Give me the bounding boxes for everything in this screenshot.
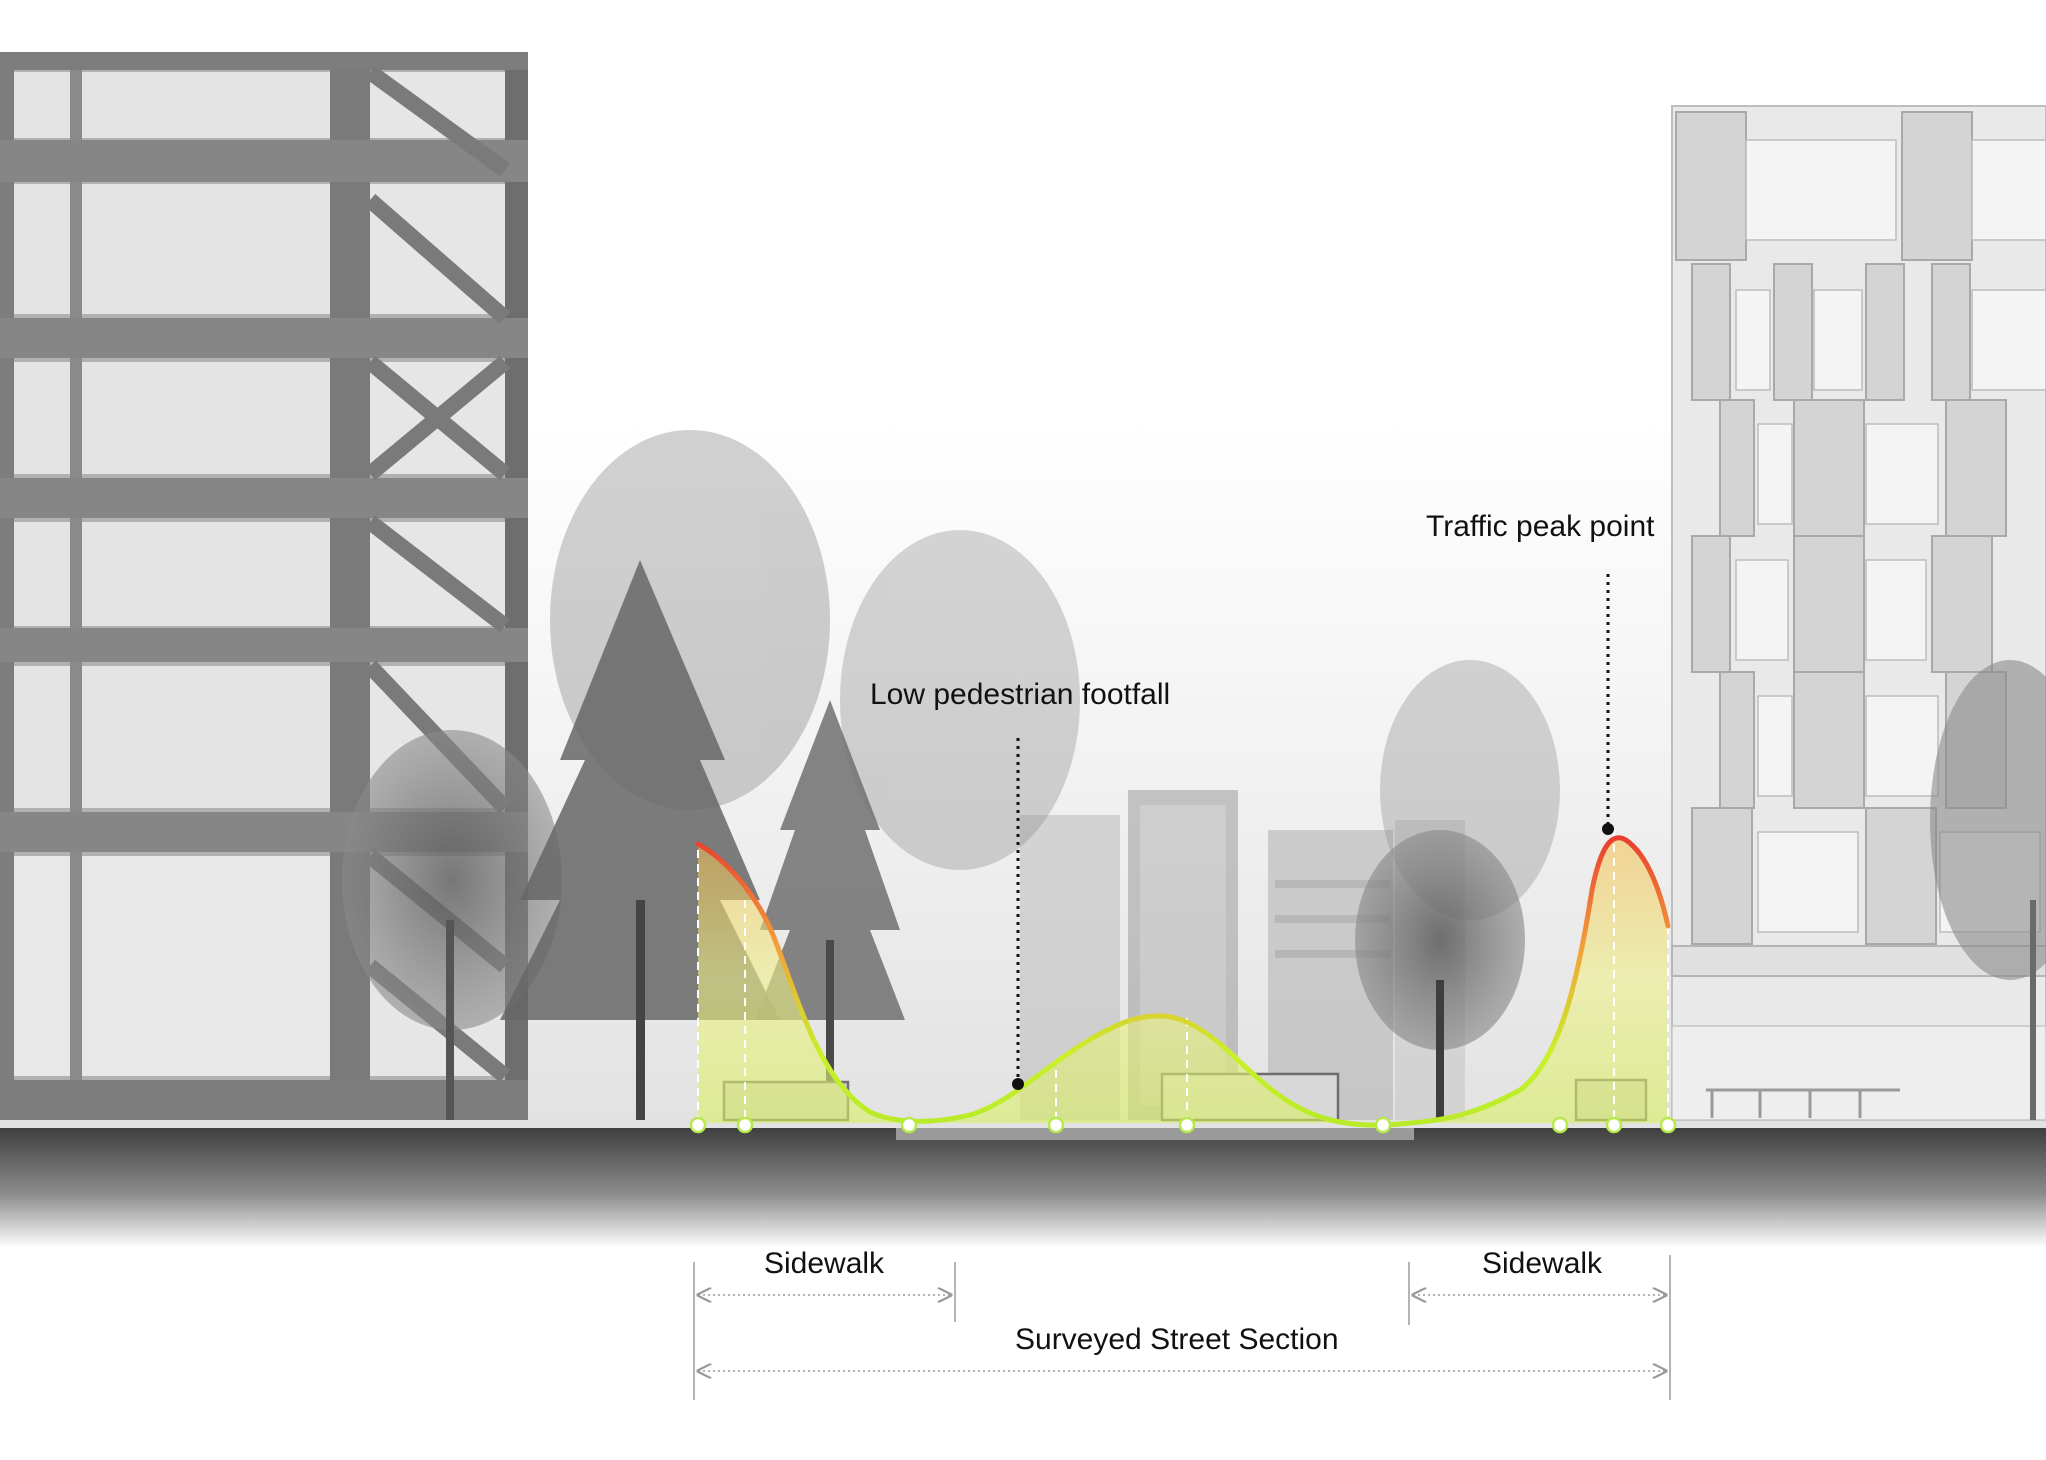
circle-node-icon — [689, 1116, 707, 1134]
circle-node-icon — [1178, 1116, 1196, 1134]
low-footfall-label: Low pedestrian footfall — [870, 678, 1171, 711]
sidewalk-left-label: Sidewalk — [764, 1247, 885, 1280]
circle-node-icon — [900, 1116, 918, 1134]
circle-node-icon — [1374, 1116, 1392, 1134]
circle-node-icon — [1605, 1116, 1623, 1134]
road-slab — [896, 1128, 1414, 1140]
low-dot-marker-icon — [1012, 1078, 1024, 1090]
traffic-peak-label: Traffic peak point — [1426, 510, 1655, 543]
traffic-curve — [695, 835, 1671, 1128]
dimension-lines — [693, 1255, 1671, 1400]
circle-node-icon — [1551, 1116, 1569, 1134]
street-trees — [342, 560, 2046, 1120]
circle-node-icon — [1659, 1116, 1677, 1134]
node-dashes — [697, 830, 1669, 1120]
circle-node-icon — [1047, 1116, 1065, 1134]
peak-dot-marker-icon — [1602, 823, 1614, 835]
circle-node-icon — [736, 1116, 754, 1134]
ground-nodes — [689, 1116, 1677, 1134]
sidewalk-right-label: Sidewalk — [1482, 1247, 1603, 1280]
traffic-area — [698, 837, 1668, 1126]
ground — [0, 1128, 2046, 1248]
leader-lines — [1016, 574, 1610, 1080]
street-section-label: Surveyed Street Section — [1015, 1323, 1339, 1356]
